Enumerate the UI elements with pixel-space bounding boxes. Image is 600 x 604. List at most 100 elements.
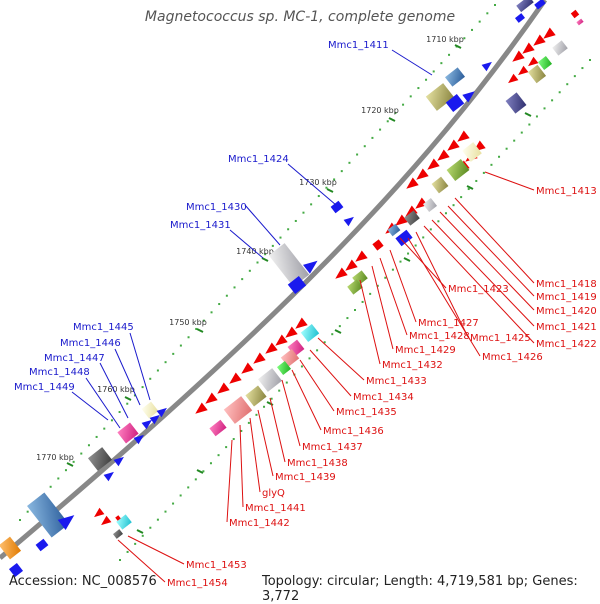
track-dot <box>141 386 144 389</box>
gene-label: Mmc1_1422 <box>536 339 597 350</box>
label-leader <box>359 279 381 365</box>
track-dot <box>255 413 258 416</box>
label-leader <box>85 377 121 429</box>
gene-arrow <box>265 342 278 354</box>
track-dot <box>543 107 546 110</box>
gene-arrow <box>447 139 460 151</box>
label-leader <box>239 424 244 508</box>
track-dot <box>361 300 364 303</box>
tick-mark <box>388 117 396 122</box>
gene-box <box>431 176 449 194</box>
label-leader <box>127 535 185 565</box>
gene-arrow <box>518 65 529 76</box>
track-dot <box>133 394 136 397</box>
label-leader <box>249 417 261 493</box>
gene-box <box>27 492 69 538</box>
tick-label: 1770 kbp <box>36 453 74 462</box>
gene-arrow <box>345 259 358 271</box>
track-dot <box>263 405 266 408</box>
label-leader <box>281 379 301 447</box>
track-dot <box>505 147 508 150</box>
gene-box <box>115 515 121 521</box>
track-dot <box>528 123 531 126</box>
track-dot <box>164 510 167 513</box>
track-dot <box>279 236 282 239</box>
tick-label: 1710 kbp <box>426 35 464 44</box>
label-leader <box>114 348 141 406</box>
gene-box <box>287 275 307 295</box>
label-leader <box>407 237 481 357</box>
label-leader <box>439 211 535 311</box>
track-dot <box>437 220 440 223</box>
gene-arrow <box>133 434 144 445</box>
track-dot <box>64 469 67 472</box>
tick-mark <box>524 112 532 117</box>
gene-label: glyQ <box>262 488 285 499</box>
gene-label: Mmc1_1442 <box>229 518 290 529</box>
gene-box <box>347 279 363 295</box>
map-title: Magnetococcus sp. MC-1, complete genome <box>144 9 456 25</box>
gene-label: Mmc1_1424 <box>228 154 289 165</box>
track-dot <box>110 419 113 422</box>
tick-mark <box>66 462 74 467</box>
label-leaders <box>71 49 535 583</box>
gene-arrow <box>335 267 348 279</box>
track-dot <box>164 361 167 364</box>
track-dot <box>573 75 576 78</box>
tick-label: 1760 kbp <box>97 385 135 394</box>
track-dot <box>535 115 538 118</box>
gene-box <box>276 360 292 376</box>
gene-box <box>445 93 465 113</box>
track-dot <box>172 502 175 505</box>
tick-label: 1750 kbp <box>169 318 207 327</box>
track-dot <box>194 478 197 481</box>
label-leader <box>391 49 433 76</box>
track-dot <box>247 421 250 424</box>
gene-labels: Mmc1_1411Mmc1_1424Mmc1_1430Mmc1_1431Mmc1… <box>14 40 597 589</box>
track-dot <box>240 429 243 432</box>
label-leader <box>229 229 264 259</box>
tick-mark <box>196 469 204 474</box>
gene-arrow <box>533 34 546 46</box>
track-dot <box>376 284 379 287</box>
gene-arrow <box>295 317 308 329</box>
track-dot <box>566 83 569 86</box>
track-dot <box>386 120 389 123</box>
track-dot <box>49 485 52 488</box>
tick-mark <box>124 396 132 401</box>
gene-arrow <box>195 402 208 414</box>
track-dot <box>316 349 319 352</box>
gene-label: Mmc1_1449 <box>14 382 75 393</box>
gene-box <box>141 401 159 419</box>
gene-box <box>425 83 455 111</box>
gene-arrow <box>205 392 218 404</box>
track-dot <box>323 341 326 344</box>
track-dot <box>363 145 366 148</box>
gene-box <box>445 67 465 87</box>
track-dot <box>331 333 334 336</box>
label-leader <box>299 359 335 412</box>
track-dot <box>195 327 198 330</box>
tick-mark <box>196 328 204 333</box>
gene-arrow <box>57 515 75 530</box>
track-dot <box>271 244 274 247</box>
gene-label: Mmc1_1427 <box>418 318 479 329</box>
tick-label: 1720 kbp <box>361 106 399 115</box>
track-dot <box>233 286 236 289</box>
gene-box <box>268 243 310 287</box>
track-dot <box>179 344 182 347</box>
gene-arrow <box>149 414 160 425</box>
gene-box <box>387 223 401 237</box>
label-leader <box>291 369 322 431</box>
gene-label: Mmc1_1438 <box>287 458 348 469</box>
label-leader <box>317 337 365 381</box>
gene-box <box>35 538 49 552</box>
gene-label: Mmc1_1428 <box>409 331 470 342</box>
tick-mark <box>261 257 269 262</box>
track-dot <box>558 91 561 94</box>
gene-label: Mmc1_1413 <box>536 186 597 197</box>
track-dot <box>80 452 83 455</box>
gene-arrow <box>462 91 475 103</box>
track-dot <box>520 131 523 134</box>
